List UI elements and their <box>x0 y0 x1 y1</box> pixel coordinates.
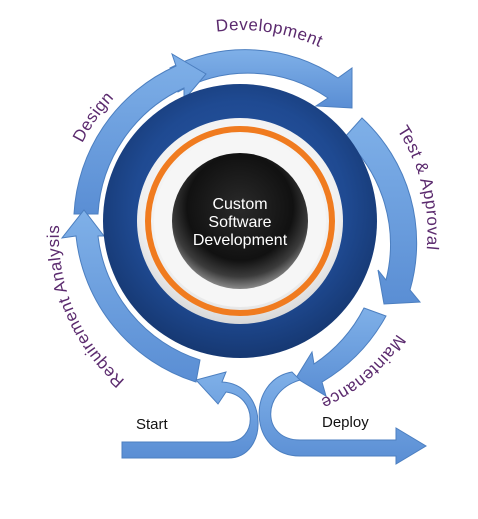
deploy-arrow <box>258 371 427 465</box>
core-circle <box>172 153 308 289</box>
phase-label-development: Development <box>215 15 326 51</box>
core-text-line1: Custom <box>212 196 267 213</box>
deploy-label: Deploy <box>322 414 369 431</box>
arrow-segment-left-lower <box>60 209 201 383</box>
start-arrow <box>121 371 259 459</box>
start-label: Start <box>136 416 169 433</box>
arrow-segment-left-upper <box>73 52 207 215</box>
core-text-line2: Software <box>208 214 271 231</box>
core-text-line3: Development <box>193 232 288 249</box>
arrow-segment-right <box>343 117 422 305</box>
arrow-segment-top <box>169 49 353 109</box>
orange-ring <box>145 126 335 316</box>
